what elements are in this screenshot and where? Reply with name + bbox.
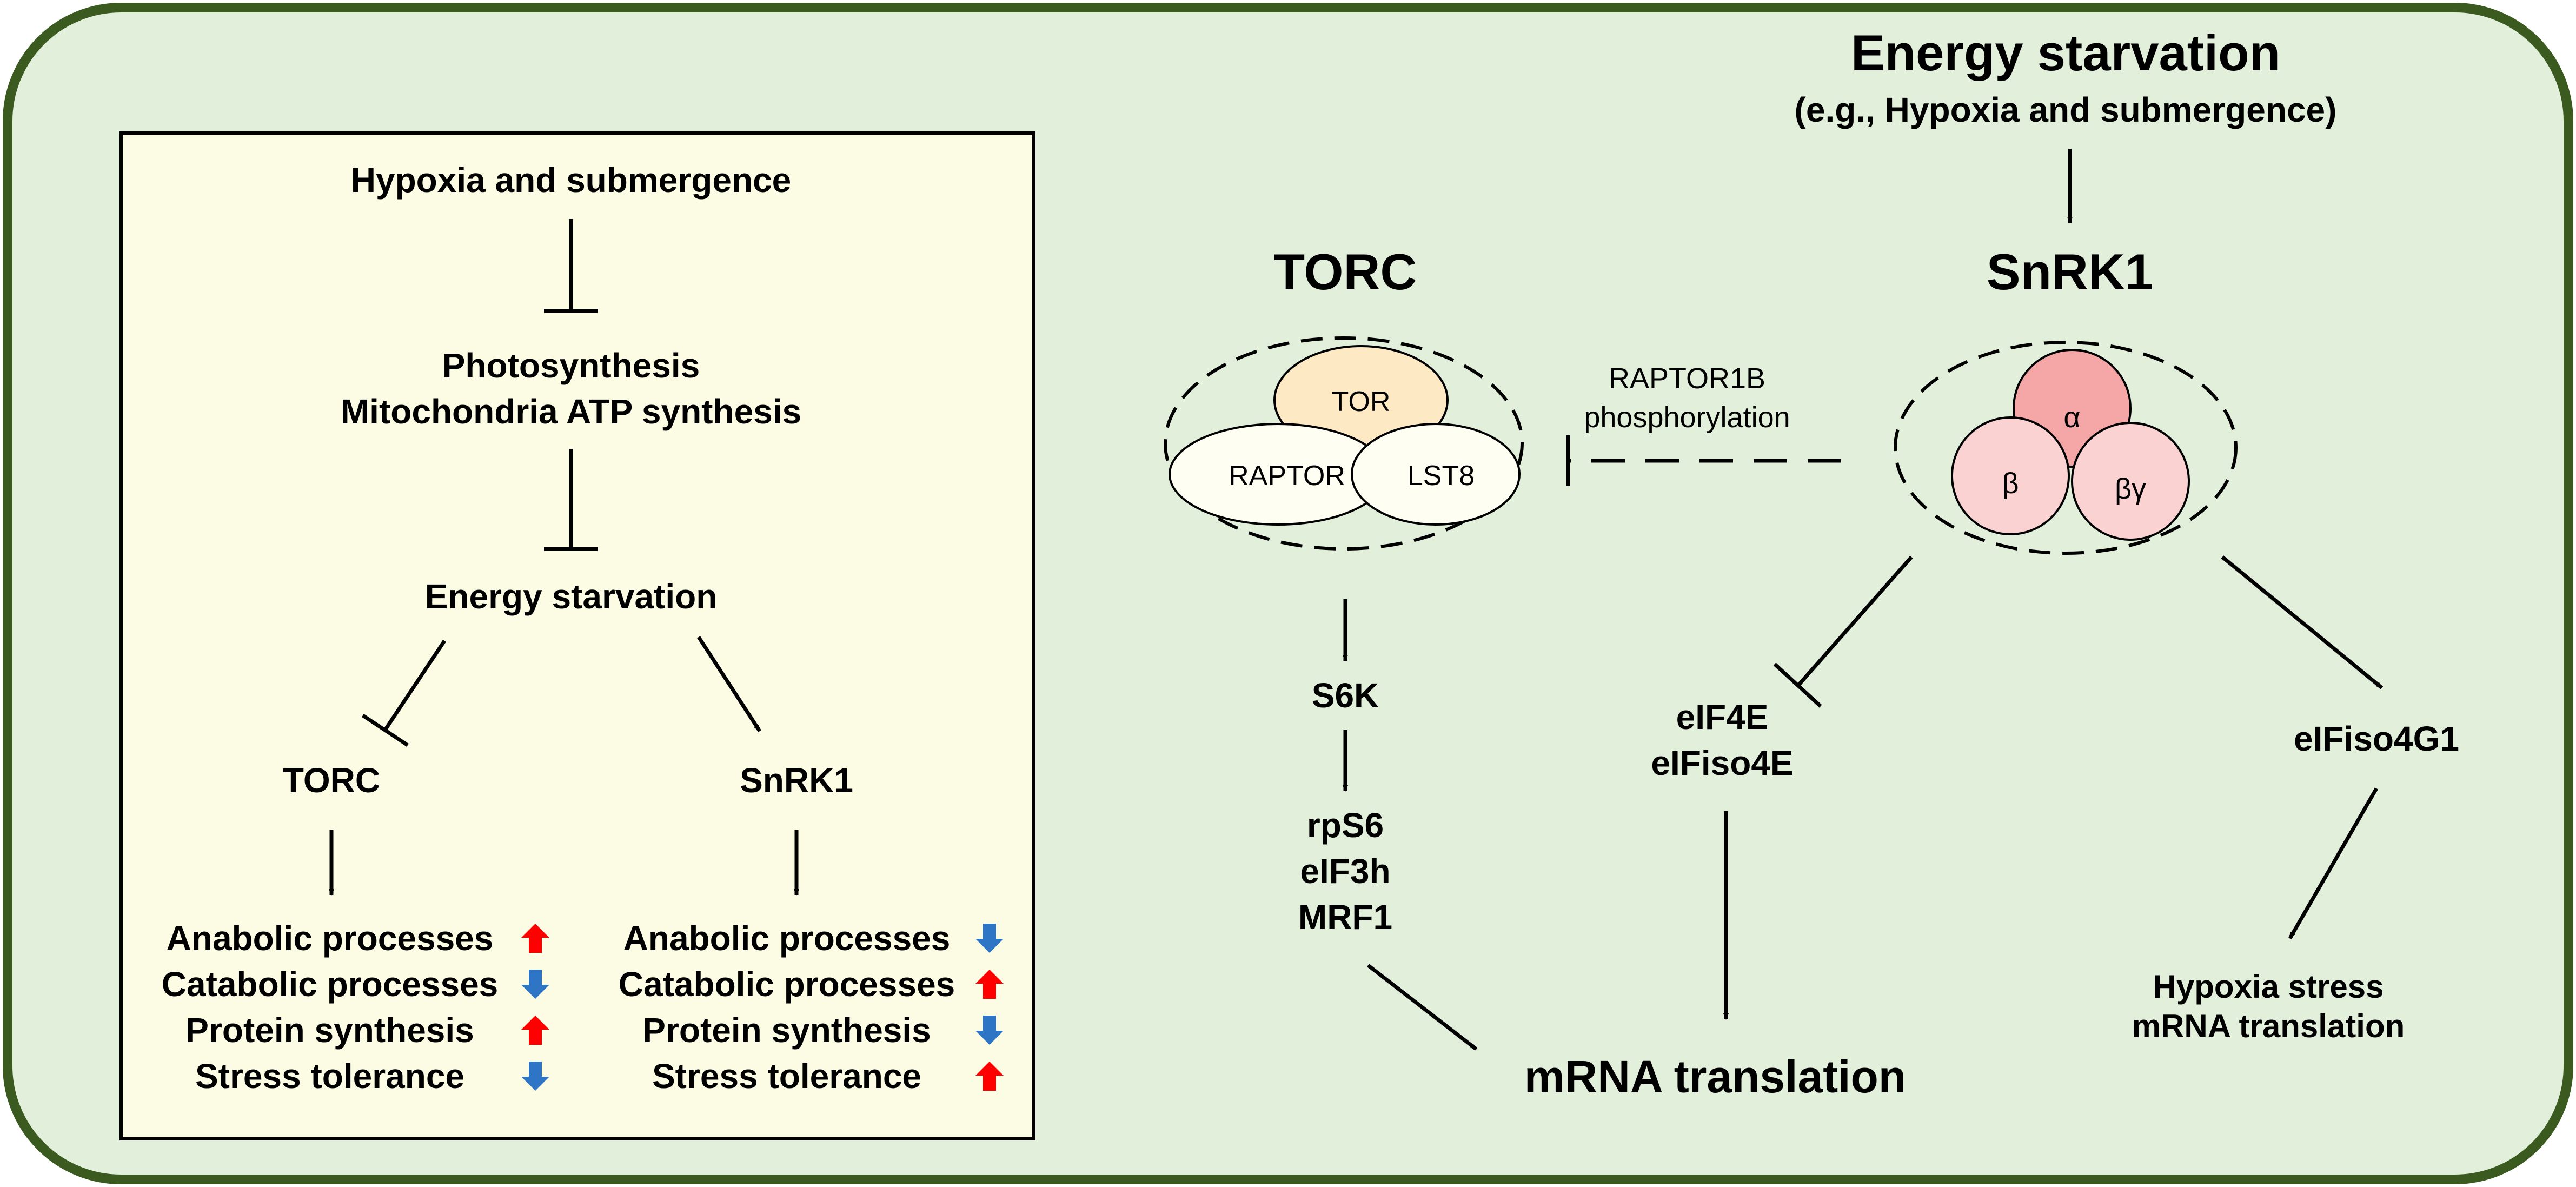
s6k-label: S6K — [1312, 676, 1379, 715]
beta-label: β — [2002, 467, 2019, 500]
inset-hypoxia-label: Hypoxia and submergence — [351, 161, 791, 200]
energy-starvation-example: (e.g., Hypoxia and submergence) — [1795, 90, 2337, 129]
eifiso4g1-label: eIFiso4G1 — [2294, 719, 2459, 758]
torc-effect-label: Anabolic processes — [167, 919, 494, 958]
down-arrow-icon — [975, 924, 1004, 953]
eifiso4e-label: eIFiso4E — [1651, 744, 1793, 783]
inset-snrk1-label: SnRK1 — [740, 761, 853, 800]
alpha-label: α — [2063, 401, 2080, 434]
snrk1-effect-label: Anabolic processes — [623, 919, 951, 958]
snrk1-effect-label: Catabolic processes — [619, 965, 955, 1004]
up-arrow-icon — [975, 1062, 1004, 1091]
eif3h-label: eIF3h — [1300, 852, 1390, 891]
up-arrow-icon — [521, 1016, 549, 1045]
arrow-targets-mrna — [1366, 964, 1478, 1051]
beta-subunit — [1951, 416, 2070, 535]
arrow-eifiso4g1-hypoxia — [2288, 787, 2379, 939]
torc-title: TORC — [1274, 243, 1417, 300]
energy-starvation-title: Energy starvation — [1851, 24, 2280, 81]
inset-photosynthesis-label: Photosynthesis — [442, 346, 700, 385]
rps6-label: rpS6 — [1307, 806, 1384, 845]
inset-energy-starvation-label: Energy starvation — [425, 577, 718, 616]
inset-inhibit-starvation-torc — [362, 640, 446, 747]
torc-effect-label: Stress tolerance — [195, 1057, 464, 1096]
torc-effect-label: Catabolic processes — [162, 965, 499, 1004]
eif4e-label: eIF4E — [1676, 698, 1769, 737]
down-arrow-icon — [975, 1016, 1004, 1045]
inset-torc-label: TORC — [283, 761, 380, 800]
raptor1b-label-line2: phosphorylation — [1584, 401, 1790, 434]
inhibit-snrk1-eif4e — [1773, 555, 1913, 708]
mrf1-label: MRF1 — [1298, 898, 1392, 937]
torc-complex-boundary — [1164, 336, 1524, 551]
torc-effect-label: Protein synthesis — [185, 1011, 474, 1050]
raptor-label: RAPTOR — [1229, 460, 1345, 492]
snrk1-effect-label: Stress tolerance — [652, 1057, 921, 1096]
arrow-snrk1-eifiso4g1 — [2221, 555, 2384, 689]
raptor1b-label-line1: RAPTOR1B — [1609, 362, 1765, 395]
down-arrow-icon — [521, 1062, 549, 1091]
up-arrow-icon — [975, 970, 1004, 999]
hypoxia-stress-label-line1: Hypoxia stress — [2153, 969, 2384, 1005]
beta-gamma-label: βγ — [2115, 473, 2146, 505]
snrk1-effect-label: Protein synthesis — [642, 1011, 931, 1050]
beta-gamma-subunit — [2071, 422, 2190, 541]
inset-inhibit-hypoxia-photosynthesis — [544, 219, 598, 313]
snrk1-title: SnRK1 — [1987, 243, 2153, 300]
lst8-subunit — [1351, 423, 1521, 526]
inhibit-snrk1-torc — [1566, 435, 1841, 486]
inset-inhibit-atp-starvation — [544, 449, 598, 551]
tor-label: TOR — [1332, 386, 1391, 417]
snrk1-complex-boundary — [1894, 341, 2238, 555]
hypoxia-stress-label-line2: mRNA translation — [2132, 1008, 2405, 1044]
inset-mito-atp-label: Mitochondria ATP synthesis — [341, 392, 801, 431]
up-arrow-icon — [521, 924, 549, 953]
lst8-label: LST8 — [1407, 460, 1475, 492]
inset-arrow-starvation-snrk1 — [697, 636, 761, 732]
inset-panel — [119, 131, 1035, 1140]
down-arrow-icon — [521, 970, 549, 999]
mrna-translation-label: mRNA translation — [1524, 1051, 1906, 1102]
